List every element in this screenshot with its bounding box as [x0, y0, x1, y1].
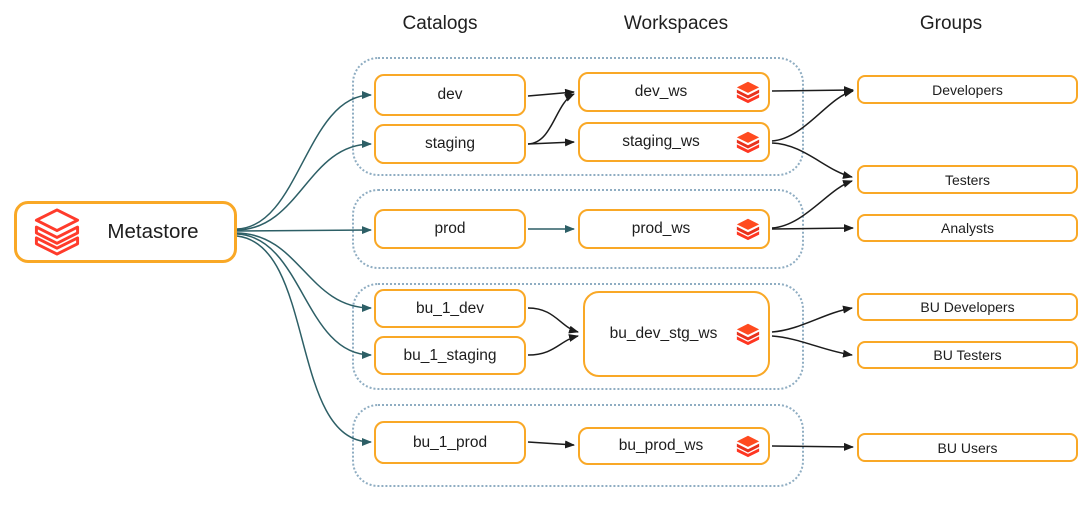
- node-workspace-staging_ws: staging_ws: [578, 122, 770, 162]
- node-label: BU Developers: [920, 299, 1015, 315]
- node-workspace-bu_prod_ws: bu_prod_ws: [578, 427, 770, 465]
- node-label: Analysts: [941, 220, 994, 236]
- node-label: bu_1_staging: [403, 346, 497, 364]
- edge-metastore-bu_1_staging: [236, 233, 372, 359]
- edge-metastore-prod: [236, 226, 372, 235]
- databricks-icon: [736, 131, 760, 154]
- node-group-bu-users: BU Users: [857, 433, 1078, 462]
- node-label: bu_dev_stg_ws: [609, 325, 718, 342]
- node-group-bu-developers: BU Developers: [857, 293, 1078, 321]
- node-catalog-bu_1_staging: bu_1_staging: [374, 336, 526, 375]
- databricks-icon: [736, 81, 760, 104]
- node-group-analysts: Analysts: [857, 214, 1078, 242]
- node-workspace-bu_dev_stg_ws: bu_dev_stg_ws: [583, 291, 770, 377]
- node-catalog-bu_1_dev: bu_1_dev: [374, 289, 526, 328]
- node-label: Developers: [932, 81, 1003, 98]
- node-metastore: Metastore: [14, 201, 237, 263]
- node-catalog-bu_1_prod: bu_1_prod: [374, 421, 526, 464]
- edge-metastore-staging: [236, 140, 372, 231]
- databricks-icon: [736, 218, 760, 241]
- edge-metastore-dev: [236, 91, 372, 230]
- node-workspace-prod_ws: prod_ws: [578, 209, 770, 249]
- databricks-icon: [736, 435, 760, 458]
- databricks-icon: [736, 323, 760, 346]
- node-label: bu_1_dev: [415, 299, 485, 317]
- node-label: bu_1_prod: [412, 433, 488, 451]
- node-label: dev_ws: [634, 83, 688, 100]
- edge-metastore-bu_1_prod: [236, 235, 372, 446]
- node-label: Testers: [944, 171, 991, 188]
- column-header-groups: Groups: [919, 13, 983, 34]
- node-group-developers: Developers: [857, 75, 1078, 104]
- column-header-catalogs: Catalogs: [402, 13, 478, 34]
- node-label: staging: [425, 135, 475, 152]
- databricks-outline-icon: [34, 208, 80, 256]
- node-catalog-dev: dev: [374, 74, 526, 116]
- node-catalog-staging: staging: [374, 124, 526, 164]
- node-group-testers: Testers: [857, 165, 1078, 194]
- node-label: bu_prod_ws: [618, 437, 704, 454]
- edge-metastore-bu_1_dev: [236, 232, 372, 312]
- node-catalog-prod: prod: [374, 209, 526, 249]
- node-label: prod: [434, 220, 466, 237]
- node-label: BU Testers: [933, 347, 1002, 363]
- node-label: prod_ws: [631, 220, 691, 237]
- node-workspace-dev_ws: dev_ws: [578, 72, 770, 112]
- node-label: dev: [437, 86, 463, 103]
- metastore-label: Metastore: [107, 220, 199, 243]
- node-group-bu-testers: BU Testers: [857, 341, 1078, 369]
- node-label: staging_ws: [622, 133, 700, 150]
- column-header-workspaces: Workspaces: [623, 13, 729, 34]
- node-label: BU Users: [937, 439, 998, 456]
